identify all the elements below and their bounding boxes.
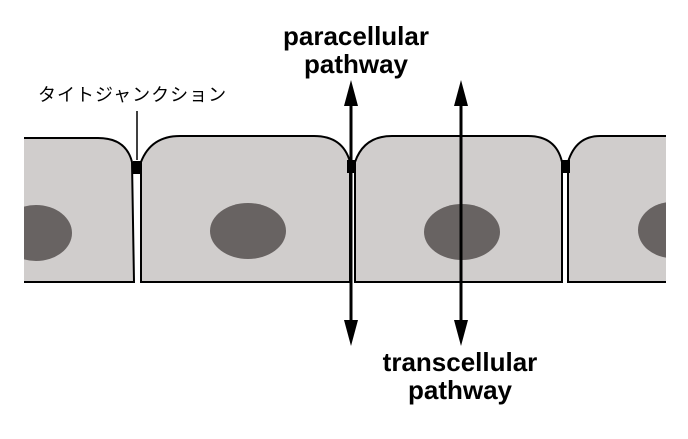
transcellular-arrow [454,80,468,346]
paracellular-label-line1: paracellular [283,21,429,51]
transcellular-label-line1: transcellular [382,347,538,377]
arrow-head-up-icon [344,80,358,106]
paracellular-arrow [344,80,358,346]
arrow-head-down-icon [344,320,358,346]
cell-nucleus [210,203,286,259]
tight-junction-mark [133,161,141,174]
tight-junction-label: タイトジャンクション [38,85,228,106]
paracellular-label-line2: pathway [303,49,409,79]
arrow-head-up-icon [454,80,468,106]
epithelial-cell [24,137,136,283]
epithelial-cell [567,135,666,283]
arrow-head-down-icon [454,320,468,346]
tight-junction-mark [562,160,570,173]
cell-layer [24,135,666,283]
cell-nucleus [24,205,72,261]
transcellular-label-line2: pathway [407,375,513,405]
paracellular-pathway-label: paracellular pathway [236,22,476,78]
transcellular-pathway-label: transcellular pathway [340,348,580,404]
cell-nucleus [638,202,666,258]
